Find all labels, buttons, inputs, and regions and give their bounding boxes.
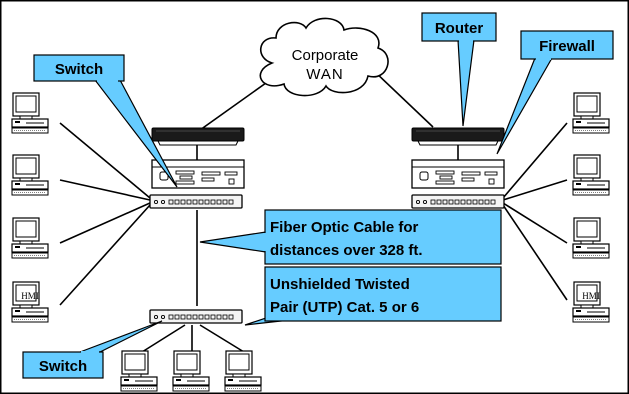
firewall-icon [411,159,505,189]
right-hmi-terminal: HMI [572,281,610,323]
hmi-label-right: HMI [582,291,600,301]
hmi-label-left: HMI [21,291,39,301]
cloud-label-line2: WAN [306,66,343,83]
router-icon [411,127,505,146]
callout-fiber-line1: Fiber Optic Cable for [270,219,419,236]
callout-switch-bottom-label: Switch [39,358,87,375]
callout-utp-line1: Unshielded Twisted [270,276,410,293]
callout-router-label: Router [435,20,483,37]
bottom-switch-icon [149,309,243,324]
right-switch-icon [411,194,505,209]
left-router-icon [151,127,245,146]
callout-firewall: Firewall [496,30,614,155]
left-firewall-icon [151,159,245,189]
left-hmi-terminal: HMI [11,281,49,323]
callout-switch-bottom: Switch [22,320,163,379]
callout-fiber-optic: Fiber Optic Cable for distances over 328… [199,209,502,265]
corporate-wan-cloud: Corporate WAN [259,17,389,97]
callout-switch-top: Switch [33,54,178,188]
callout-utp-line2: Pair (UTP) Cat. 5 or 6 [270,299,419,316]
callout-firewall-label: Firewall [539,38,595,55]
network-links [59,69,568,353]
left-switch-icon [149,194,243,209]
callout-fiber-line2: distances over 328 ft. [270,242,423,259]
callout-router: Router [421,12,497,127]
callout-utp-cable: Unshielded Twisted Pair (UTP) Cat. 5 or … [244,266,502,326]
callout-switch-top-label: Switch [55,61,103,78]
cloud-icon [259,17,389,97]
cloud-label-line1: Corporate [292,47,359,64]
